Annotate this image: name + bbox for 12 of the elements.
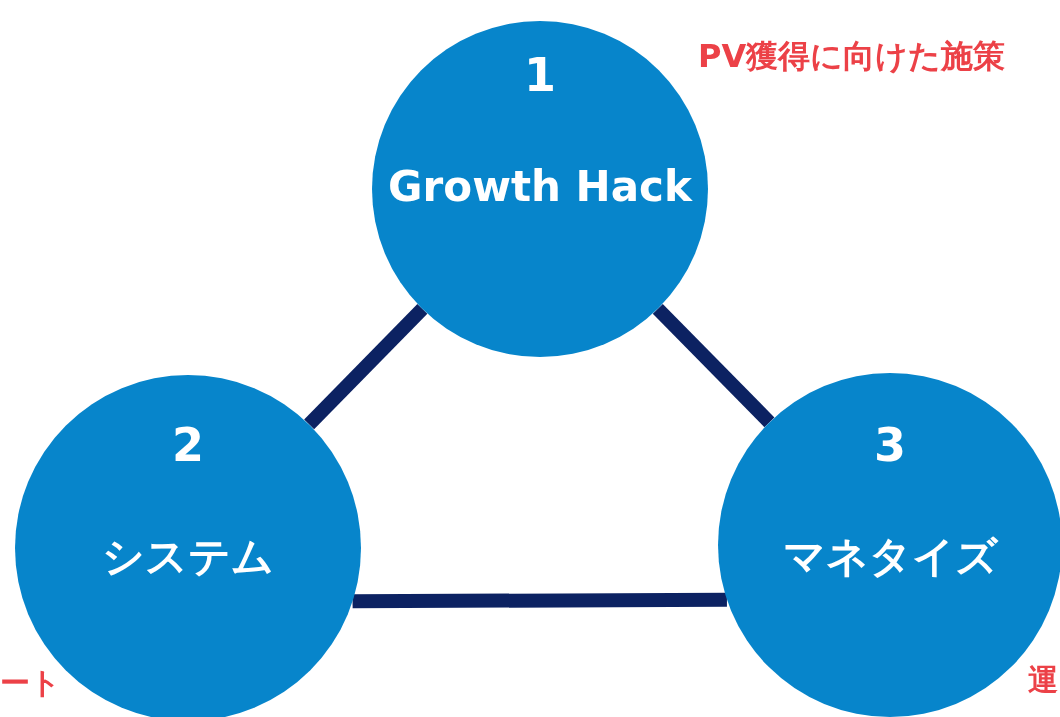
node-number: 3 [873, 422, 907, 468]
connector-line [352, 592, 727, 609]
node-number: 2 [171, 422, 205, 468]
annotation-text: PV獲得に向けた施策 [698, 40, 1006, 72]
node-number: 1 [523, 52, 557, 98]
connector-line [652, 303, 775, 428]
connector-line [304, 304, 428, 430]
node-title: マネタイズ [781, 536, 999, 578]
node-title: Growth Hack [387, 166, 694, 208]
node-title: システム [101, 536, 275, 578]
annotation-text: ート [0, 668, 61, 698]
annotation-text: 運 [1028, 665, 1058, 695]
